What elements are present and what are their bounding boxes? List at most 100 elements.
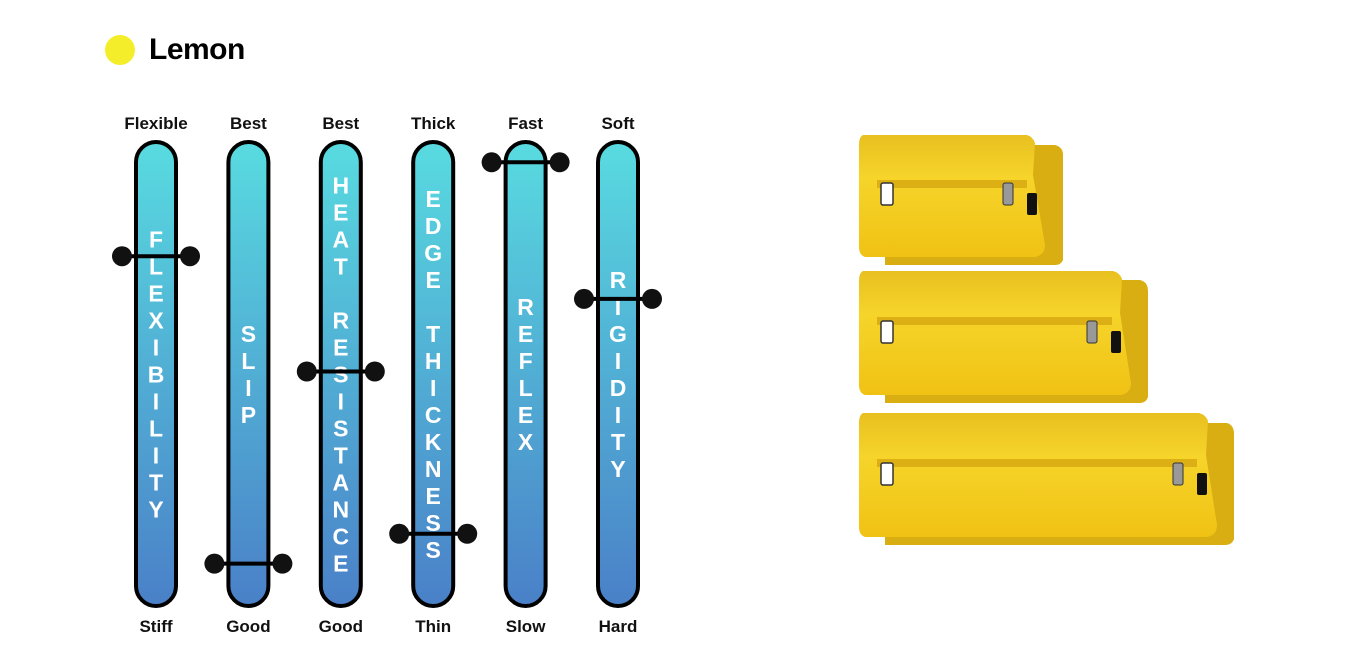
vertical-letter: Y	[148, 497, 163, 523]
color-dot-icon	[105, 35, 135, 65]
top-label-rigidity: Soft	[601, 114, 634, 133]
vertical-letter: E	[426, 267, 441, 293]
marker-edge-thickness	[389, 523, 478, 544]
vertical-letter: E	[518, 402, 533, 428]
marker-knob-left	[204, 553, 225, 574]
bar-edge-thickness	[411, 140, 456, 608]
vertical-letter: H	[332, 173, 349, 199]
vertical-letter: C	[332, 524, 349, 550]
vertical-letter: R	[332, 308, 349, 334]
bottom-label-slip: Good	[226, 617, 270, 636]
vertical-letter: S	[333, 362, 348, 388]
vertical-letter: I	[153, 443, 159, 469]
vertical-letter: I	[153, 389, 159, 415]
header: Lemon	[105, 30, 245, 70]
vertical-letter: I	[338, 389, 344, 415]
marker-flexibility	[112, 246, 200, 267]
vertical-letter: E	[333, 200, 348, 226]
vertical-letter: L	[241, 348, 255, 374]
marker-knob-left	[389, 523, 410, 544]
vertical-letter: S	[241, 321, 256, 347]
squeegee-large	[859, 413, 1234, 545]
vertical-letter: E	[426, 186, 441, 212]
vertical-letter: K	[425, 429, 442, 455]
vertical-letter: R	[610, 267, 627, 293]
vertical-letter: E	[333, 551, 348, 577]
vertical-letter: T	[426, 321, 440, 347]
vertical-letter: P	[241, 402, 256, 428]
bottom-label-flexibility: Stiff	[139, 617, 172, 636]
vertical-letter: X	[518, 429, 534, 455]
vertical-letter: Y	[610, 456, 625, 482]
vertical-letter: T	[334, 254, 348, 280]
vertical-letter: F	[519, 348, 533, 374]
marker-knob-right	[642, 288, 662, 309]
marker-knob-left	[112, 246, 132, 267]
bottom-label-reflex: Slow	[506, 617, 546, 636]
vertical-letter: S	[426, 510, 441, 536]
vertical-letter: S	[426, 537, 441, 563]
page-title: Lemon	[149, 33, 245, 66]
marker-heat-resistance	[296, 361, 385, 382]
top-label-edge-thickness: Thick	[411, 114, 456, 133]
vertical-letter: G	[424, 240, 442, 266]
top-label-flexibility: Flexible	[124, 114, 187, 133]
marker-knob-right	[272, 553, 293, 574]
vertical-letter: I	[615, 348, 621, 374]
vertical-letter: E	[333, 335, 348, 361]
vertical-letter: L	[519, 375, 533, 401]
marker-reflex	[481, 152, 570, 173]
top-label-slip: Best	[230, 114, 267, 133]
vertical-letter: I	[615, 294, 621, 320]
squeegee-small	[859, 135, 1063, 265]
vertical-letter: L	[149, 416, 163, 442]
vertical-letter: I	[153, 335, 159, 361]
vertical-letter: I	[615, 402, 621, 428]
vertical-letter: T	[611, 429, 625, 455]
vertical-letter: C	[425, 402, 442, 428]
vertical-letter: G	[609, 321, 627, 347]
bar-reflex	[503, 140, 548, 608]
vertical-letter: H	[425, 348, 442, 374]
marker-slip	[204, 553, 293, 574]
marker-knob-right	[364, 361, 385, 382]
vertical-letter: B	[148, 362, 165, 388]
vertical-letter: N	[332, 497, 349, 523]
vertical-letter: E	[148, 281, 163, 307]
bar-heat-resistance	[318, 140, 363, 608]
marker-knob-right	[180, 246, 200, 267]
vertical-letter: T	[149, 470, 163, 496]
bar-slip	[226, 140, 271, 608]
marker-knob-right	[457, 523, 478, 544]
vertical-letter: X	[148, 308, 164, 334]
bottom-label-rigidity: Hard	[599, 617, 638, 636]
vertical-letter: T	[334, 443, 348, 469]
bottom-label-edge-thickness: Thin	[415, 617, 451, 636]
vertical-letter: E	[426, 483, 441, 509]
marker-knob-left	[481, 152, 502, 173]
property-chart: FlexibleFLEXIBILITYStiffBestSLIPGoodBest…	[112, 114, 662, 636]
squeegee-icon	[859, 135, 1234, 545]
bottom-label-heat-resistance: Good	[319, 617, 363, 636]
marker-knob-left	[574, 288, 594, 309]
vertical-letter: R	[517, 294, 534, 320]
marker-knob-left	[296, 361, 317, 382]
vertical-letter: D	[610, 375, 627, 401]
bar-rigidity	[596, 140, 640, 608]
vertical-letter: E	[518, 321, 533, 347]
vertical-letter: I	[245, 375, 251, 401]
marker-knob-right	[549, 152, 570, 173]
marker-rigidity	[574, 288, 662, 309]
vertical-letter: I	[430, 375, 436, 401]
